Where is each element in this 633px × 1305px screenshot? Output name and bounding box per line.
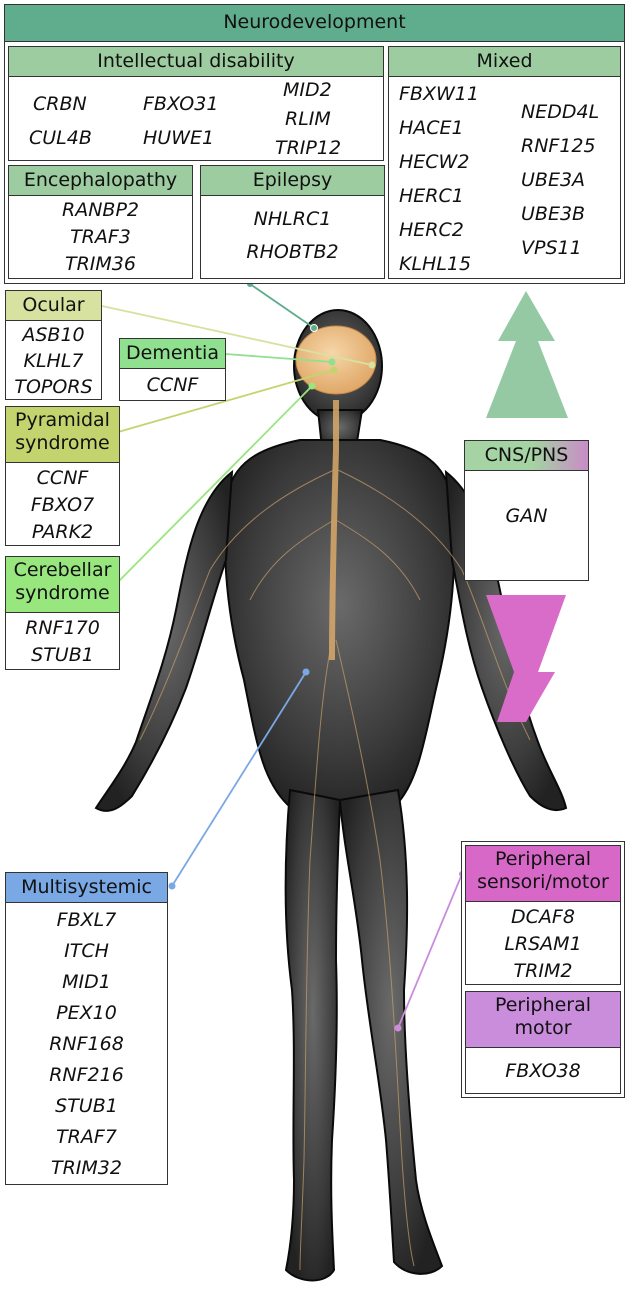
gene: RNF216 bbox=[49, 1064, 124, 1086]
gene: FBXO31 bbox=[143, 93, 219, 115]
cns-pns-box: CNS/PNS GAN bbox=[464, 440, 589, 581]
gene: RHOBTB2 bbox=[246, 241, 339, 263]
pyramidal-title-line2: syndrome bbox=[15, 431, 110, 454]
gene: TRIM2 bbox=[513, 960, 573, 982]
gene: TRAF3 bbox=[70, 226, 131, 248]
gene: NEDD4L bbox=[521, 101, 600, 123]
gene: MID1 bbox=[62, 971, 111, 993]
gene: RNF170 bbox=[25, 617, 100, 639]
up-arrow bbox=[486, 291, 568, 418]
gene: TRIP12 bbox=[275, 137, 342, 159]
encephalopathy-box: Encephalopathy RANBP2 TRAF3 TRIM36 bbox=[8, 165, 193, 279]
pyramidal-box: Pyramidal syndrome CCNF FBXO7 PARK2 bbox=[5, 406, 120, 546]
gene: NHLRC1 bbox=[253, 208, 332, 230]
peripheral-sm-title-line2: sensori/motor bbox=[477, 870, 609, 893]
pyramidal-title: Pyramidal syndrome bbox=[6, 407, 119, 463]
peripheral-sensori-motor-title: Peripheral sensori/motor bbox=[466, 846, 620, 902]
ocular-connector bbox=[101, 305, 373, 366]
dementia-connector bbox=[225, 353, 333, 363]
nerves bbox=[139, 469, 531, 1271]
mixed-title: Mixed bbox=[389, 47, 620, 77]
gene: ITCH bbox=[64, 940, 109, 962]
gene: MID2 bbox=[283, 79, 332, 101]
gene: UBE3B bbox=[521, 203, 586, 225]
peripheral-motor-title: Peripheral motor bbox=[466, 992, 620, 1048]
gene: GAN bbox=[505, 505, 548, 527]
neuro-connector bbox=[249, 283, 315, 329]
mixed-box: Mixed FBXW11 HACE1 HECW2 HERC1 HERC2 KLH… bbox=[388, 46, 621, 279]
gene: HUWE1 bbox=[143, 127, 215, 149]
gene: CCNF bbox=[36, 467, 89, 489]
cerebellar-title-line1: Cerebellar bbox=[13, 559, 112, 581]
down-arrow bbox=[486, 595, 566, 722]
multisystemic-connector bbox=[171, 671, 307, 887]
peripheral-sm-title-line1: Peripheral bbox=[494, 848, 592, 870]
intellectual-disability-box: Intellectual disability CRBN CUL4B FBXO3… bbox=[8, 46, 384, 161]
intellectual-disability-title: Intellectual disability bbox=[9, 47, 383, 77]
gene: LRSAM1 bbox=[504, 933, 582, 955]
gene: TRAF7 bbox=[56, 1126, 117, 1148]
gene: CUL4B bbox=[29, 127, 92, 149]
gene: TOPORS bbox=[14, 376, 93, 398]
pyramidal-title-line1: Pyramidal bbox=[15, 409, 110, 431]
gene: FBXL7 bbox=[56, 909, 117, 931]
neuro-title: Neurodevelopment bbox=[5, 5, 624, 42]
gene: PEX10 bbox=[56, 1002, 117, 1024]
spinal-cord bbox=[329, 400, 339, 661]
gene: CCNF bbox=[146, 374, 199, 396]
peripheral-connector bbox=[397, 873, 463, 1029]
dementia-box: Dementia CCNF bbox=[119, 338, 226, 401]
gene: TRIM36 bbox=[65, 253, 136, 275]
gene: FBXO38 bbox=[505, 1060, 581, 1082]
peripheral-motor-title-line2: motor bbox=[514, 1016, 572, 1039]
peripheral-motor-box: Peripheral motor FBXO38 bbox=[465, 991, 621, 1094]
dementia-title: Dementia bbox=[120, 339, 225, 369]
cerebellar-box: Cerebellar syndrome RNF170 STUB1 bbox=[5, 556, 120, 670]
multisystemic-title: Multisystemic bbox=[6, 873, 167, 903]
gene: RANBP2 bbox=[62, 199, 139, 221]
cerebellar-title-line2: syndrome bbox=[15, 581, 110, 604]
gene: STUB1 bbox=[31, 644, 94, 666]
gene: HACE1 bbox=[399, 117, 464, 139]
epilepsy-title: Epilepsy bbox=[201, 166, 384, 196]
gene: RNF168 bbox=[49, 1033, 124, 1055]
gene: TRIM32 bbox=[51, 1157, 122, 1179]
gene: HERC2 bbox=[399, 219, 464, 241]
epilepsy-box: Epilepsy NHLRC1 RHOBTB2 bbox=[200, 165, 385, 279]
gene: UBE3A bbox=[521, 169, 586, 191]
cns-pns-title: CNS/PNS bbox=[465, 441, 588, 471]
gene: DCAF8 bbox=[511, 906, 575, 928]
gene: RNF125 bbox=[521, 135, 596, 157]
pyramidal-connector bbox=[117, 369, 335, 433]
gene: KLHL15 bbox=[399, 253, 472, 275]
cerebellar-connector bbox=[117, 385, 313, 583]
multisystemic-box: Multisystemic FBXL7 ITCH MID1 PEX10 RNF1… bbox=[5, 872, 168, 1185]
gene: PARK2 bbox=[31, 521, 94, 543]
gene: FBXO7 bbox=[30, 494, 95, 516]
gene: VPS11 bbox=[521, 237, 582, 259]
gene: FBXW11 bbox=[399, 83, 479, 105]
ocular-title: Ocular bbox=[6, 291, 101, 321]
ocular-box: Ocular ASB10 KLHL7 TOPORS bbox=[5, 290, 102, 400]
encephalopathy-title: Encephalopathy bbox=[9, 166, 192, 196]
gene: ASB10 bbox=[22, 324, 85, 346]
gene: STUB1 bbox=[55, 1095, 118, 1117]
cerebellar-title: Cerebellar syndrome bbox=[6, 557, 119, 613]
gene: HECW2 bbox=[399, 151, 470, 173]
gene: CRBN bbox=[33, 93, 87, 115]
gene: HERC1 bbox=[399, 185, 464, 207]
peripheral-motor-title-line1: Peripheral bbox=[494, 994, 592, 1016]
peripheral-sensori-motor-box: Peripheral sensori/motor DCAF8 LRSAM1 TR… bbox=[465, 845, 621, 985]
gene: KLHL7 bbox=[23, 350, 84, 372]
gene: RLIM bbox=[285, 108, 331, 130]
